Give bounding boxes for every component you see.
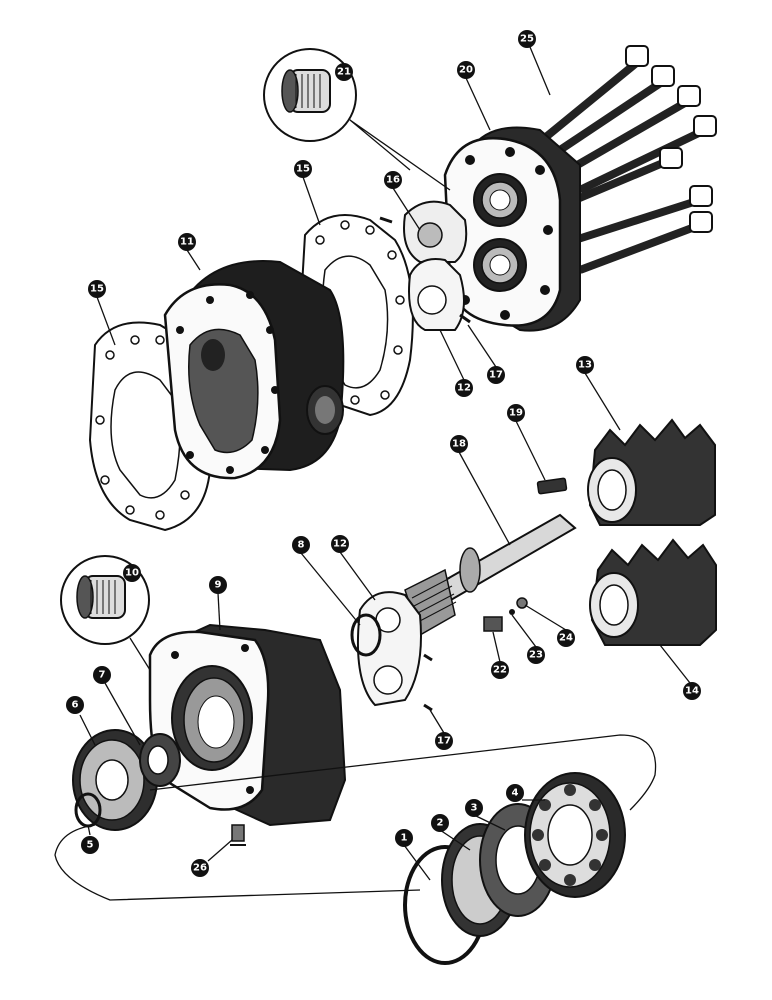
wear-plate-12-upper [408, 258, 471, 331]
callout-22: 22 [491, 661, 509, 679]
pump-housing [163, 260, 345, 480]
callout-8: 8 [292, 536, 310, 554]
callout-1: 1 [395, 829, 413, 847]
svg-text:9: 9 [215, 580, 222, 591]
wear-plate-16 [379, 200, 468, 263]
svg-text:18: 18 [452, 439, 466, 450]
shaft-key [536, 477, 568, 495]
front-flange [148, 623, 347, 827]
svg-text:14: 14 [685, 686, 699, 697]
gear-13 [587, 418, 716, 526]
svg-text:21: 21 [337, 67, 351, 78]
gear-14 [589, 538, 717, 646]
svg-text:20: 20 [459, 65, 473, 76]
callout-21: 21 [335, 63, 353, 81]
callout-12-lower: 12 [331, 535, 349, 553]
svg-text:15: 15 [90, 284, 104, 295]
ball-bearing-4 [524, 772, 626, 898]
callout-10: 10 [123, 564, 141, 582]
leader-lines [79, 46, 691, 881]
callout-13: 13 [576, 356, 594, 374]
callout-25: 25 [518, 30, 536, 48]
callout-19: 19 [507, 404, 525, 422]
callout-14: 14 [683, 682, 701, 700]
spacer-7 [139, 733, 181, 787]
svg-text:19: 19 [509, 408, 523, 419]
callout-24: 24 [557, 629, 575, 647]
svg-text:3: 3 [471, 803, 478, 814]
grouping-loop [54, 734, 657, 901]
svg-text:8: 8 [298, 540, 305, 551]
svg-text:7: 7 [99, 670, 106, 681]
callout-17-lower: 17 [435, 732, 453, 750]
seal-ring-8 [350, 613, 382, 657]
svg-text:17: 17 [437, 736, 451, 747]
svg-text:6: 6 [72, 700, 79, 711]
callout-26: 26 [191, 859, 209, 877]
svg-text:25: 25 [520, 34, 534, 45]
svg-text:15: 15 [296, 164, 310, 175]
callout-2: 2 [431, 814, 449, 832]
svg-text:5: 5 [87, 840, 94, 851]
callout-11: 11 [178, 233, 196, 251]
callout-7: 7 [93, 666, 111, 684]
svg-text:22: 22 [493, 665, 507, 676]
callout-5: 5 [81, 836, 99, 854]
svg-text:2: 2 [437, 818, 444, 829]
fitting-26 [230, 824, 246, 846]
callout-20: 20 [457, 61, 475, 79]
bearing-bore-lower [473, 238, 527, 292]
bearing-21-inset [263, 48, 451, 191]
svg-text:23: 23 [529, 650, 543, 661]
callout-17-upper: 17 [487, 366, 505, 384]
svg-text:11: 11 [180, 237, 194, 248]
bearing-bore-upper [473, 173, 527, 227]
callout-12-upper: 12 [455, 379, 473, 397]
svg-text:17: 17 [489, 370, 503, 381]
svg-text:12: 12 [457, 383, 471, 394]
callout-15-right: 15 [294, 160, 312, 178]
svg-text:24: 24 [559, 633, 573, 644]
svg-text:13: 13 [578, 360, 592, 371]
callout-16: 16 [384, 171, 402, 189]
callout-4: 4 [506, 784, 524, 802]
callout-15-left: 15 [88, 280, 106, 298]
svg-text:4: 4 [512, 788, 519, 799]
callout-18: 18 [450, 435, 468, 453]
fitting-22-23-24 [483, 597, 528, 632]
callout-3: 3 [465, 799, 483, 817]
svg-text:1: 1 [401, 833, 408, 844]
back-cover [443, 126, 581, 332]
svg-text:10: 10 [125, 568, 139, 579]
svg-text:26: 26 [193, 863, 207, 874]
svg-text:16: 16 [386, 175, 400, 186]
svg-text:12: 12 [333, 539, 347, 550]
bolt-set [527, 45, 717, 274]
callout-6: 6 [66, 696, 84, 714]
callout-9: 9 [209, 576, 227, 594]
callout-23: 23 [527, 646, 545, 664]
